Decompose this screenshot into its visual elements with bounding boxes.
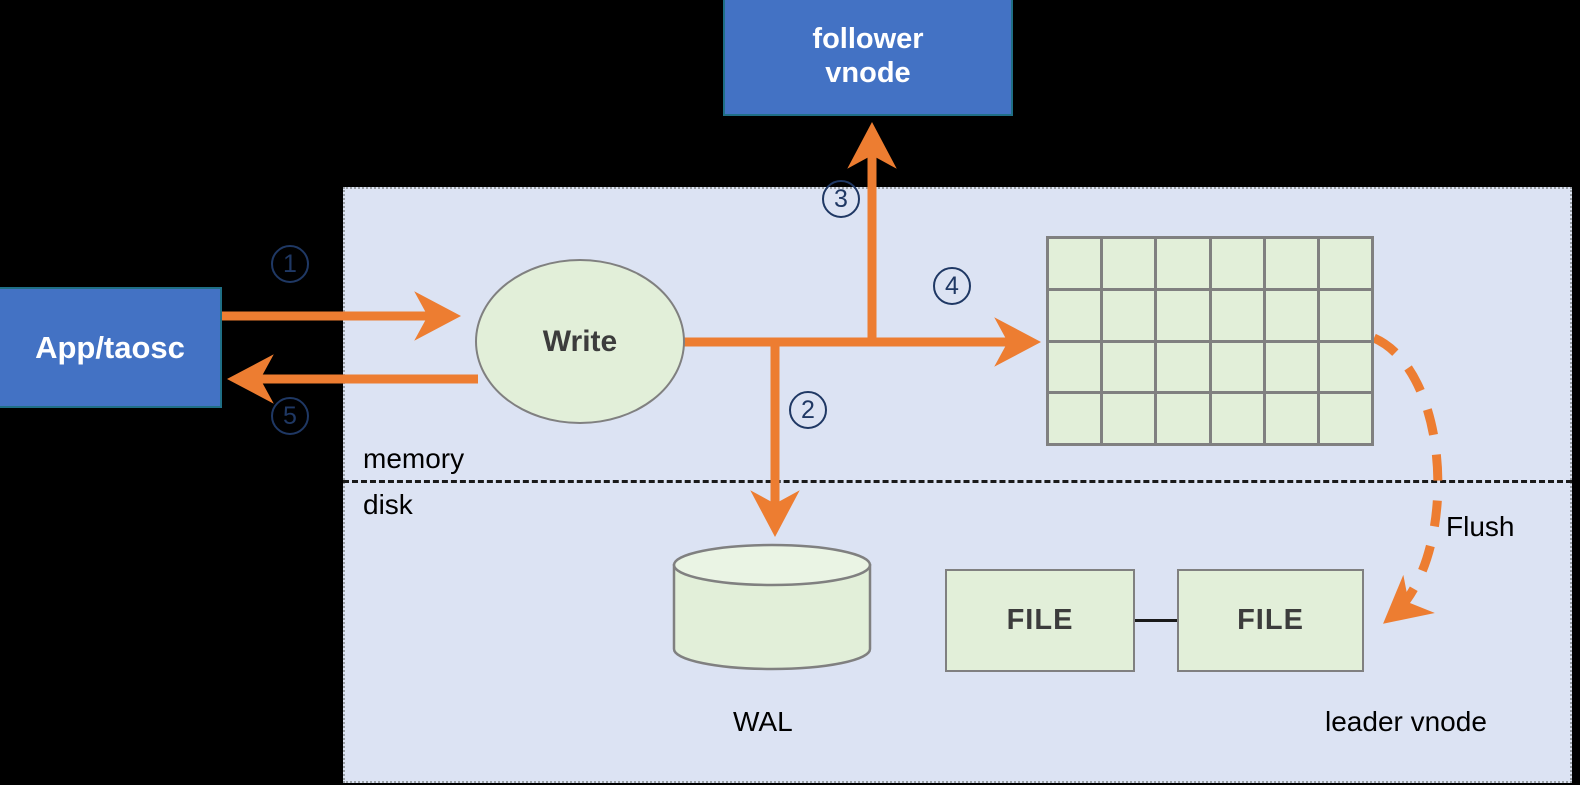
memtable-cell bbox=[1319, 342, 1374, 395]
memtable-cell bbox=[1049, 290, 1104, 343]
memtable-cell bbox=[1049, 342, 1104, 395]
memtable-cell bbox=[1211, 342, 1266, 395]
file-box-2[interactable]: FILE bbox=[1177, 569, 1364, 672]
follower-vnode-box[interactable]: follower vnode bbox=[723, 0, 1013, 116]
memtable-cell bbox=[1319, 394, 1374, 446]
memtable-cell bbox=[1265, 394, 1320, 446]
memtable-cell bbox=[1157, 342, 1212, 395]
app-taosc-label: App/taosc bbox=[35, 329, 185, 365]
memtable-cell bbox=[1265, 239, 1320, 291]
file-link-connector bbox=[1135, 619, 1177, 622]
step-number-2: 2 bbox=[789, 391, 827, 429]
step-number-5: 5 bbox=[271, 397, 309, 435]
memtable-cell bbox=[1319, 290, 1374, 343]
memtable-cell bbox=[1049, 239, 1104, 291]
memtable-cell bbox=[1157, 239, 1212, 291]
memtable-cell bbox=[1157, 394, 1212, 446]
follower-vnode-label-line1: follower bbox=[812, 23, 924, 56]
follower-vnode-label: follower vnode bbox=[812, 23, 923, 90]
wal-cylinder-shape bbox=[672, 543, 872, 671]
memtable-grid bbox=[1046, 236, 1374, 446]
memtable-cell bbox=[1211, 394, 1266, 446]
memtable-cell bbox=[1103, 394, 1158, 446]
write-node[interactable]: Write bbox=[475, 259, 685, 424]
file-box-1-label: FILE bbox=[1006, 604, 1074, 636]
wal-label: WAL bbox=[733, 706, 793, 737]
follower-vnode-label-line2: vnode bbox=[825, 56, 911, 89]
memtable-cell bbox=[1103, 239, 1158, 291]
memtable-cell bbox=[1265, 342, 1320, 395]
disk-region-label: disk bbox=[363, 489, 413, 520]
flush-edge-label: Flush bbox=[1446, 511, 1515, 542]
memtable-cell bbox=[1211, 239, 1266, 291]
app-taosc-box[interactable]: App/taosc bbox=[0, 287, 222, 408]
step-number-1: 1 bbox=[271, 245, 309, 283]
memtable-cell bbox=[1103, 342, 1158, 395]
file-box-2-label: FILE bbox=[1237, 604, 1304, 636]
memtable-cell bbox=[1265, 290, 1320, 343]
step-number-3: 3 bbox=[822, 180, 860, 218]
memory-disk-divider bbox=[343, 480, 1572, 483]
step-number-4: 4 bbox=[933, 267, 971, 305]
memtable-cell bbox=[1157, 290, 1212, 343]
memtable-cell bbox=[1211, 290, 1266, 343]
memtable-cell bbox=[1103, 290, 1158, 343]
file-box-1[interactable]: FILE bbox=[945, 569, 1135, 672]
leader-vnode-label: leader vnode bbox=[1325, 706, 1487, 737]
write-node-label: Write bbox=[542, 324, 618, 358]
memtable-cell bbox=[1319, 239, 1374, 291]
memtable-cell bbox=[1049, 394, 1104, 446]
wal-cylinder bbox=[672, 543, 872, 671]
memory-region-label: memory bbox=[363, 443, 465, 474]
